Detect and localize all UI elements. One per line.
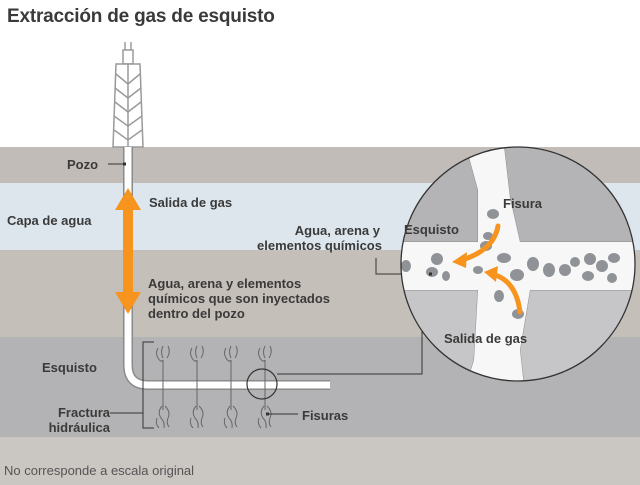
label-fractura-line1: Fractura bbox=[57, 405, 110, 420]
fracture-group bbox=[257, 345, 272, 429]
fractures bbox=[155, 345, 272, 429]
label-pozo: Pozo bbox=[67, 157, 99, 172]
magnify-connector-line bbox=[277, 330, 423, 375]
fracture-group bbox=[155, 345, 170, 429]
arrow-head bbox=[484, 266, 498, 282]
inset-label-fisura: Fisura bbox=[503, 196, 543, 211]
inset-label-esquisto: Esquisto bbox=[404, 222, 459, 237]
page-title: Extracción de gas de esquisto bbox=[7, 6, 275, 27]
fracture-group bbox=[223, 345, 238, 429]
drilling-rig-icon bbox=[112, 42, 144, 148]
label-inyectados-line2: químicos que son inyectados bbox=[148, 291, 331, 306]
fracture-group bbox=[189, 345, 204, 429]
label-agua-arena: Agua, arena y elementos químicos bbox=[257, 223, 382, 253]
double-arrow-icon bbox=[115, 188, 141, 314]
label-agua-arena-line2: elementos químicos bbox=[257, 238, 382, 253]
label-fisuras: Fisuras bbox=[302, 408, 349, 423]
fractura-bracket bbox=[110, 341, 154, 429]
well-pipe bbox=[123, 147, 330, 390]
arrow-head bbox=[452, 252, 467, 268]
label-inyectados-line3: dentro del pozo bbox=[148, 306, 245, 321]
label-fractura-line2: hidráulica bbox=[48, 420, 110, 435]
bottom-layer bbox=[0, 437, 640, 485]
footnote: No corresponde a escala original bbox=[4, 463, 195, 478]
sky-background bbox=[0, 0, 640, 147]
label-inyectados-line1: Agua, arena y elementos bbox=[148, 276, 302, 291]
inset-label-salida-de-gas: Salida de gas bbox=[444, 331, 528, 346]
inset-detail bbox=[401, 147, 635, 381]
label-capa-de-agua: Capa de agua bbox=[7, 213, 92, 228]
magnify-circle bbox=[246, 368, 278, 400]
label-inyectados: Agua, arena y elementos químicos que son… bbox=[148, 276, 330, 321]
label-salida-de-gas: Salida de gas bbox=[149, 195, 233, 210]
label-esquisto: Esquisto bbox=[42, 360, 97, 375]
label-fractura: Fractura hidráulica bbox=[34, 405, 110, 435]
label-agua-arena-line1: Agua, arena y bbox=[294, 223, 380, 238]
